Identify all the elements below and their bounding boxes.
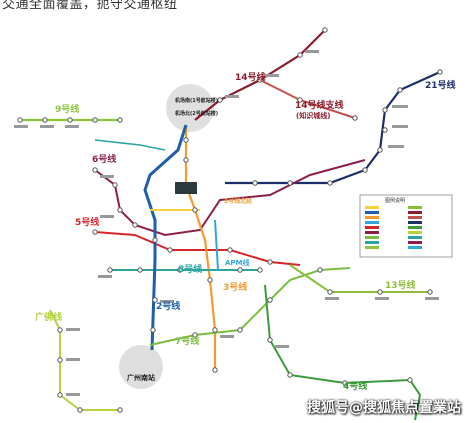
line-2-path [143,124,188,351]
airport-hub-circle [166,84,214,132]
guangzhou-south-hub-circle [119,345,163,389]
line-label-9: 9号线 [55,103,79,115]
page-heading: 交通全面覆盖，扼守交通枢纽 [2,0,178,12]
line-label-4: 4号线 [343,380,367,392]
line-label-8: 8号线 [178,263,202,275]
line-label-6: 6号线 [92,153,116,165]
line-label-guangfo: 广佛线 [35,311,62,323]
station-dots [17,27,443,413]
line-label-13: 13号线 [385,279,416,291]
legend-box: 图例说明 [359,194,453,258]
line-label-14-branch-sub: (知识城线) [296,111,330,120]
line-label-14: 14号线 [235,71,266,83]
line-label-3-north: 3号线北延 [224,197,253,205]
apm-line-path [214,219,219,271]
line-label-21: 21号线 [425,79,456,91]
hub-label-airport-south: 机场南(1号航站楼) [174,97,218,104]
line-label-7: 7号线 [175,335,199,347]
line-label-2: 2号线 [156,300,180,312]
line-connector-path [94,139,166,151]
hub-label-guangzhou-south: 广州南站 [127,373,155,382]
line-label-5: 5号线 [75,216,99,228]
hub-label-airport-north: 机场北(2号航站楼) [174,110,218,117]
line-label-apm: APM线 [225,258,250,267]
line-label-14-branch: 14号线支线 [295,99,344,111]
project-location-marker [175,182,197,194]
watermark-text: 搜狐号@搜狐焦点置業站 [307,400,461,416]
line-label-3: 3号线 [223,281,247,293]
line-5-path [94,231,301,266]
station-name-marks [14,50,439,396]
legend-swatches [365,206,422,249]
legend-title: 图例说明 [385,197,405,204]
